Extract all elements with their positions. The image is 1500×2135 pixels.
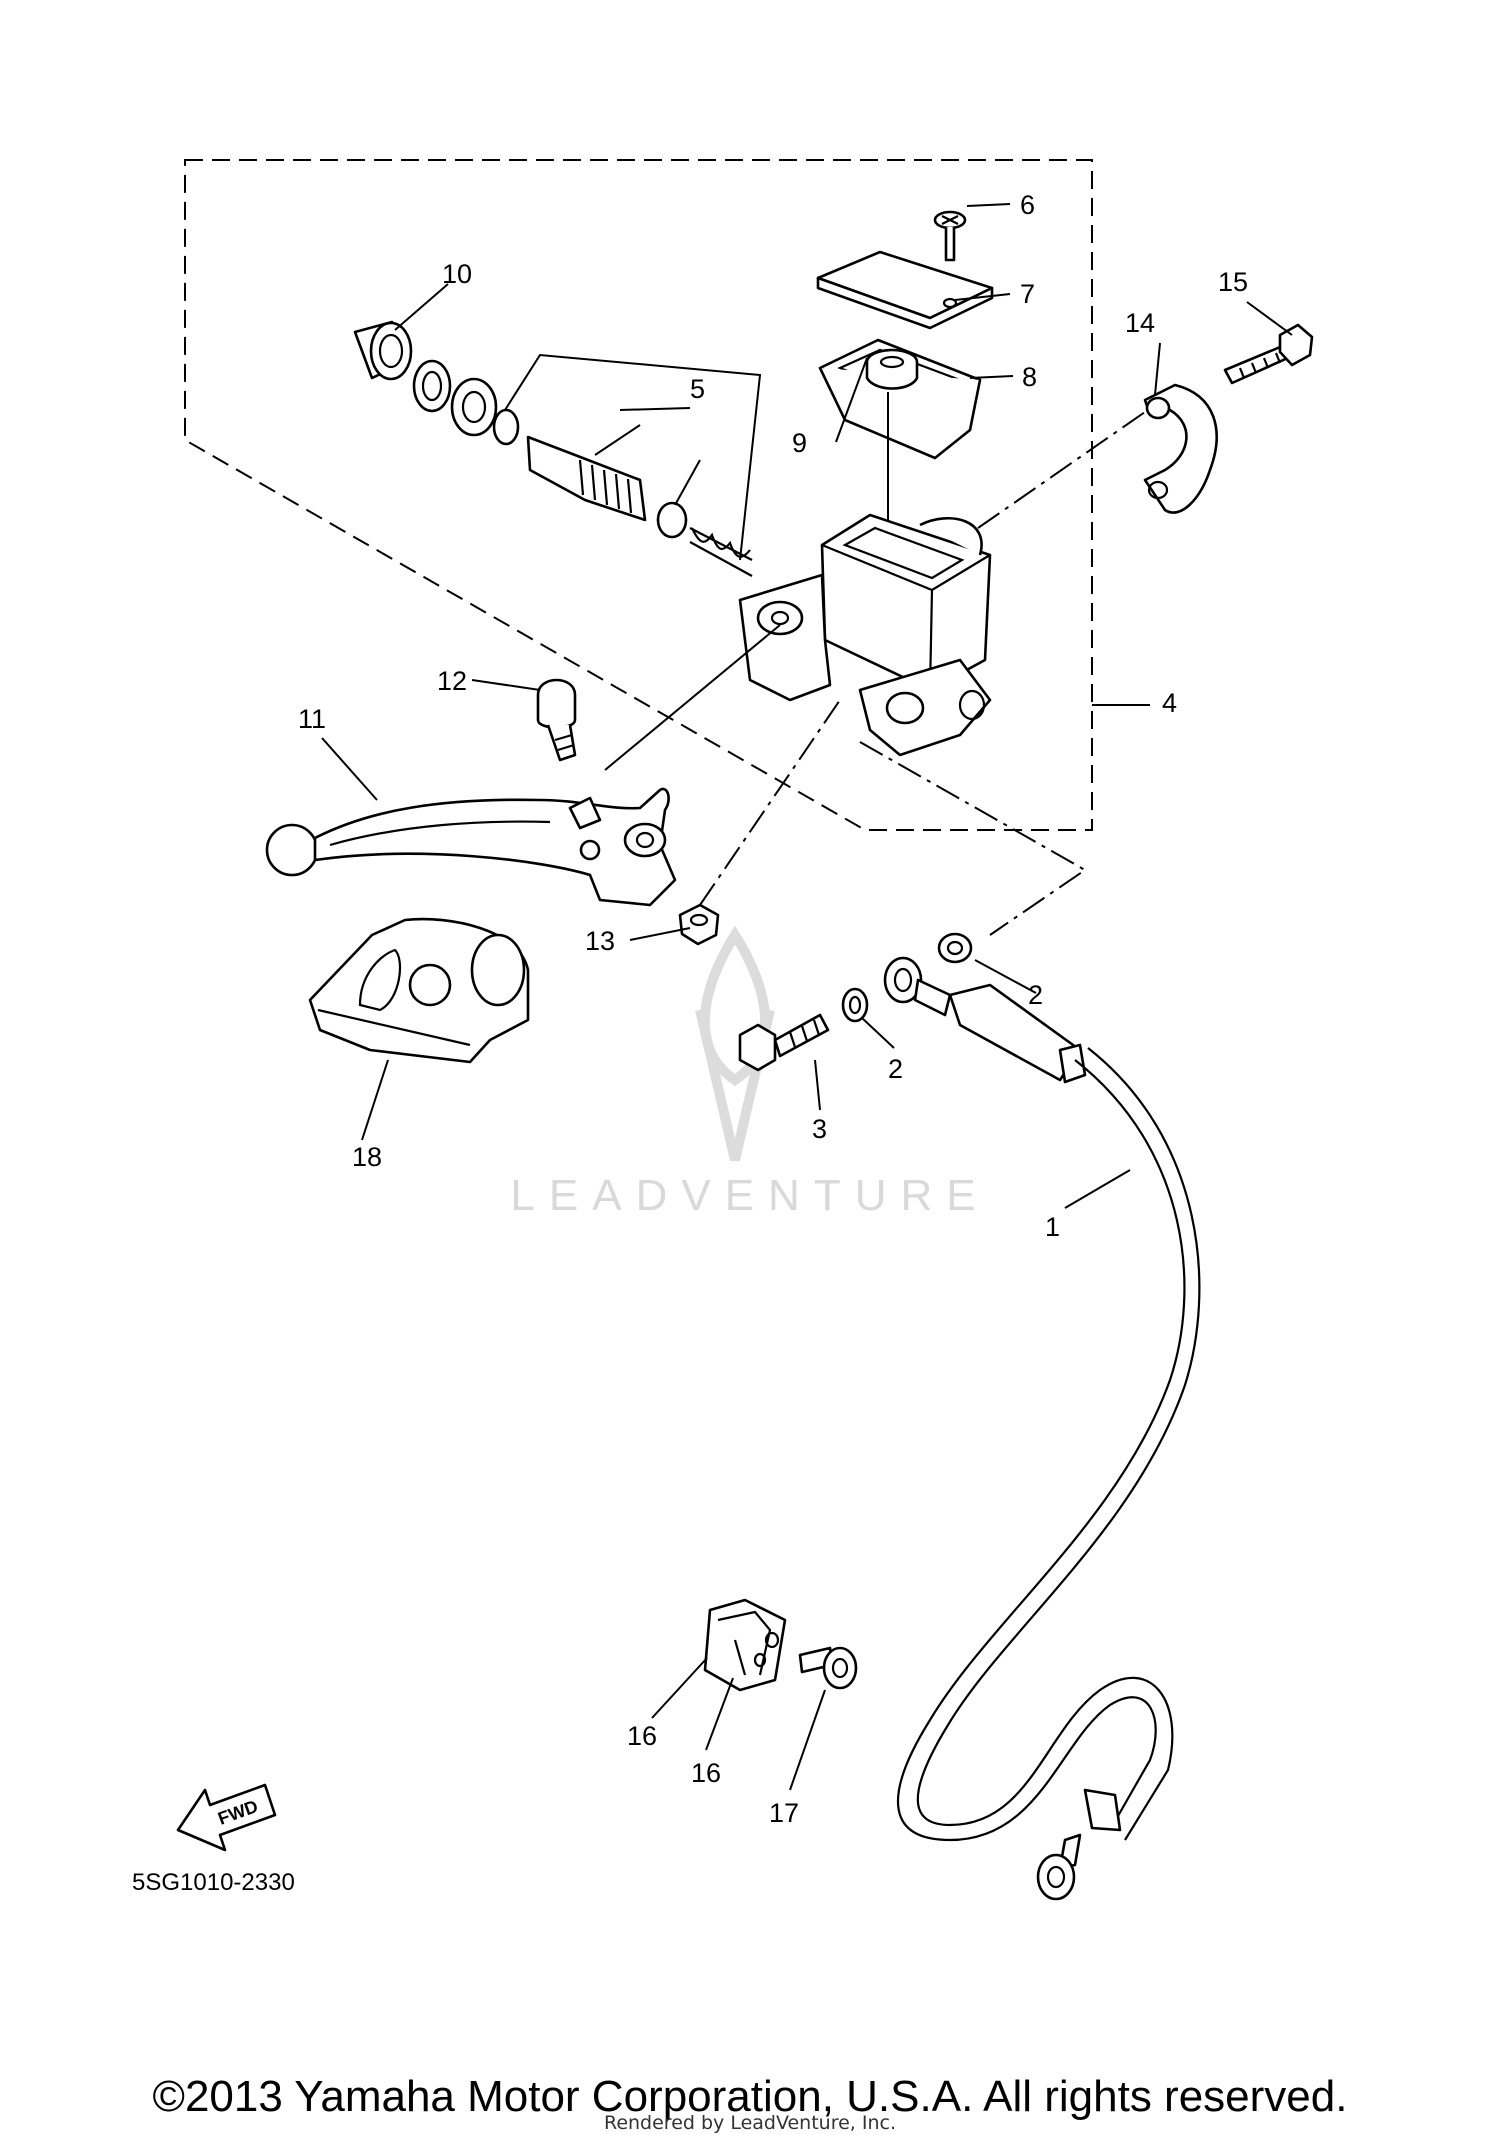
part-13-nut (678, 903, 720, 946)
part-14-clamp (1143, 383, 1218, 514)
callout-16-right: 16 (691, 1758, 721, 1788)
callout-17: 17 (769, 1798, 799, 1828)
callout-6: 6 (1020, 190, 1035, 220)
part-15-bolt (1223, 323, 1314, 385)
callout-13: 13 (585, 926, 615, 956)
callout-16-left: 16 (627, 1721, 657, 1751)
callout-12: 12 (437, 666, 467, 696)
part-10-boot (353, 320, 413, 381)
pivot-line (604, 624, 781, 771)
callouts: 6 7 8 9 10 5 14 15 4 12 11 13 2 2 3 1 18… (298, 190, 1248, 1828)
part-5-bracket (504, 353, 762, 561)
callout-10: 10 (442, 259, 472, 289)
callout-4: 4 (1162, 688, 1177, 718)
part-7-reservoir-cap (816, 250, 994, 330)
copyright-notice: ©2013 Yamaha Motor Corporation, U.S.A. A… (152, 2072, 1348, 2121)
callout-8: 8 (1022, 362, 1037, 392)
hose-alignment-line (859, 741, 1087, 936)
callout-14: 14 (1125, 308, 1155, 338)
watermark: LEADVENTURE (510, 925, 989, 1220)
part-5-piston-kit (492, 408, 753, 577)
part-17-bolt (798, 1646, 858, 1690)
circlip (412, 359, 452, 413)
assembly-boundary (184, 159, 1093, 831)
callout-18: 18 (352, 1142, 382, 1172)
callout-2-lower: 2 (888, 1054, 903, 1084)
part-2-washer-upper (937, 932, 973, 964)
washer (450, 377, 498, 437)
callout-9: 9 (792, 428, 807, 458)
callout-1: 1 (1045, 1212, 1060, 1242)
part-1-brake-hose (883, 956, 1201, 1901)
leader-lines (321, 203, 1293, 1791)
part-12-pivot-bolt (536, 678, 577, 762)
callout-15: 15 (1218, 267, 1248, 297)
callout-11: 11 (298, 704, 326, 734)
fwd-arrow-icon: FWD (176, 1783, 277, 1852)
part-18-cover (308, 917, 530, 1064)
part-8-diaphragm (818, 338, 982, 460)
clamp-alignment-line (977, 411, 1146, 529)
part-9-float (865, 348, 919, 390)
part-16-hose-clamp (703, 1598, 787, 1692)
part-4-master-cylinder (738, 513, 992, 757)
nut-alignment-line (699, 699, 841, 906)
part-3-banjo-bolt (738, 1013, 830, 1072)
callout-5: 5 (690, 374, 705, 404)
callout-7: 7 (1020, 279, 1035, 309)
rendered-by-notice: Rendered by LeadVenture, Inc. (603, 2112, 897, 2134)
part-11-lever (265, 787, 677, 907)
callout-3: 3 (812, 1114, 827, 1144)
watermark-text: LEADVENTURE (510, 1171, 989, 1220)
callout-2-upper: 2 (1028, 980, 1043, 1010)
diagram-code: 5SG1010-2330 (132, 1869, 295, 1896)
part-6-screw (933, 210, 967, 262)
part-2-washer-lower (841, 987, 869, 1023)
